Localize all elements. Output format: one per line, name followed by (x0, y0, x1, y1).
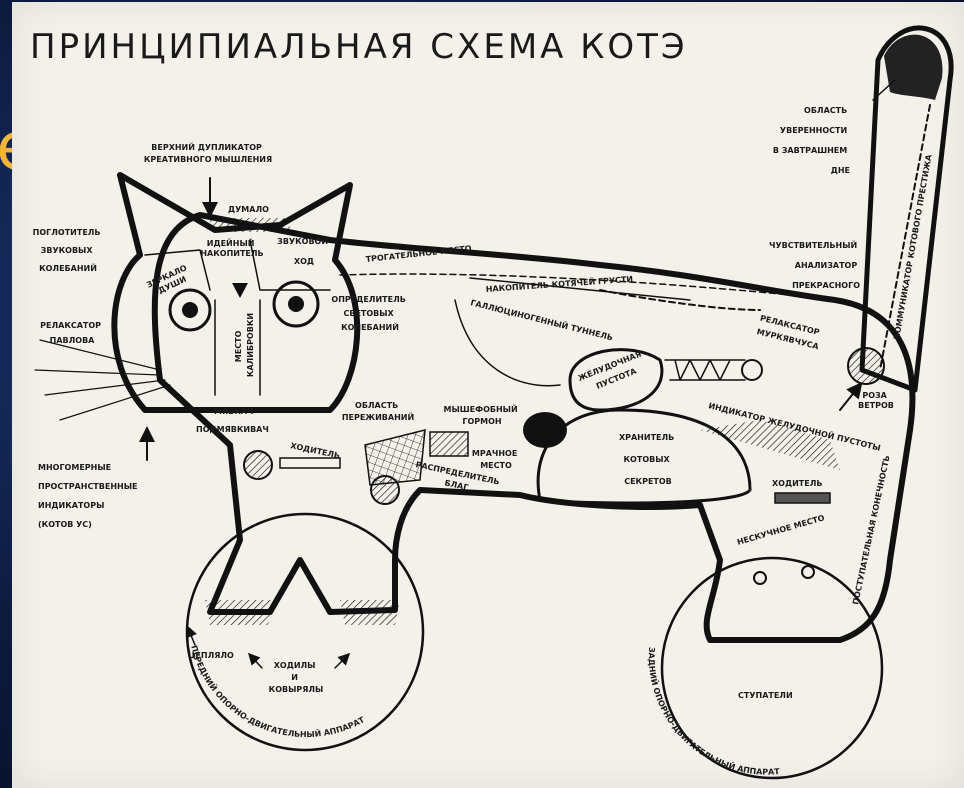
spring-coil (675, 360, 730, 380)
label-experience: ОБЛАСТЬ ПЕРЕЖИВАНИЙ (342, 401, 414, 422)
dark-place (430, 432, 468, 456)
walkers-arrow-1 (250, 655, 262, 668)
label-beauty: ЧУВСТВИТЕЛЬНЫЙ АНАЛИЗАТОР ПРЕКРАСНОГО (769, 239, 860, 290)
label-light-detector: ОПРЕДЕЛИТЕЛЬ СВЕТОВЫХ КОЛЕБАНИЙ (331, 295, 408, 332)
rear-knob-1 (754, 572, 766, 584)
front-joint-1 (244, 451, 272, 479)
front-wheel (187, 514, 423, 750)
walkers-arrow-2 (335, 655, 348, 668)
label-steppers: СТУПАТЕЛИ (738, 691, 793, 700)
clinger-arrow (188, 628, 195, 645)
label-meow: МЯВКАЧ (214, 407, 253, 416)
label-prestige: КОММУНИКАТОР КОТОВОГО ПРЕСТИЖА (892, 153, 934, 340)
label-hallucinogen: ГАЛЛЮЦИНОГЕННЫЙ ТУННЕЛЬ (470, 296, 615, 342)
wind-arrow (840, 385, 860, 410)
diagram-title: ПРИНЦИПИАЛЬНАЯ СХЕМА КОТЭ (30, 27, 688, 67)
label-dumalo: ДУМАЛО (228, 205, 269, 214)
mousephobic-hormone (523, 412, 567, 448)
label-secrets: ХРАНИТЕЛЬ КОТОВЫХ СЕКРЕТОВ (619, 433, 677, 486)
label-submeow: ПОДМЯВКИВАЧ (196, 425, 269, 434)
label-purr: РЕЛАКСАТОР МУРКЯВЧУСА (756, 314, 824, 352)
label-wind-rose: РОЗА ВЕТРОВ (858, 391, 894, 410)
tail-tip (884, 35, 943, 100)
label-dark-place: МРАЧНОЕ МЕСТО (472, 449, 520, 470)
front-joint-2 (371, 476, 399, 504)
rear-knob-2 (802, 566, 814, 578)
front-right-paw (340, 600, 400, 625)
label-idea-storage: ИДЕЙНЫЙ НАКОПИТЕЛЬ (200, 237, 263, 258)
label-rear-apparatus: ЗАДНИЙ ОПОРНО-ДВИГАТЕЛЬНЫЙ АППАРАТ (647, 647, 781, 777)
front-left-paw (205, 600, 275, 625)
wind-rose (848, 348, 884, 384)
label-walkers-diggers: ХОДИЛЫ И КОВЫРЯЛЫ (269, 661, 324, 694)
label-dimensional: МНОГОМЕРНЫЕ ПРОСТРАНСТВЕННЫЕ ИНДИКАТОРЫ … (38, 463, 140, 529)
label-walker-rear: ХОДИТЕЛЬ (772, 479, 822, 488)
experience-area (365, 430, 425, 485)
left-pupil (182, 302, 198, 318)
label-mousephobic: МЫШЕФОБНЫЙ ГОРМОН (444, 403, 521, 426)
label-sound-move: ЗВУКОВОЙ ХОД (277, 235, 331, 266)
label-sound-absorber: ПОГЛОТИТЕЛЬ ЗВУКОВЫХ КОЛЕБАНИЙ (33, 228, 104, 273)
rear-walker-bar (775, 493, 830, 503)
spring-knob (742, 360, 762, 380)
label-sadness: НАКОПИТЕЛЬ КОТЯЧЕЙ ГРУСТИ (485, 273, 633, 294)
label-calibration: МЕСТО КАЛИБРОВКИ (234, 313, 255, 377)
front-walker-bar (280, 458, 340, 468)
label-boring-place: НЕСКУЧНОЕ МЕСТО (736, 513, 826, 547)
label-duplicator: ВЕРХНИЙ ДУПЛИКАТОР КРЕАТИВНОГО МЫШЛЕНИЯ (144, 141, 272, 164)
dumalo-area (210, 218, 290, 232)
right-pupil (288, 296, 304, 312)
rear-apparatus-path: ЗАДНИЙ ОПОРНО-ДВИГАТЕЛЬНЫЙ АППАРАТ (647, 647, 781, 777)
label-pavlov: РЕЛАКСАТОР ПАВЛОВА (40, 321, 104, 345)
label-tomorrow: ОБЛАСТЬ УВЕРЕННОСТИ В ЗАВТРАШНЕМ ДНЕ (773, 106, 850, 175)
cat-nose (232, 283, 248, 298)
